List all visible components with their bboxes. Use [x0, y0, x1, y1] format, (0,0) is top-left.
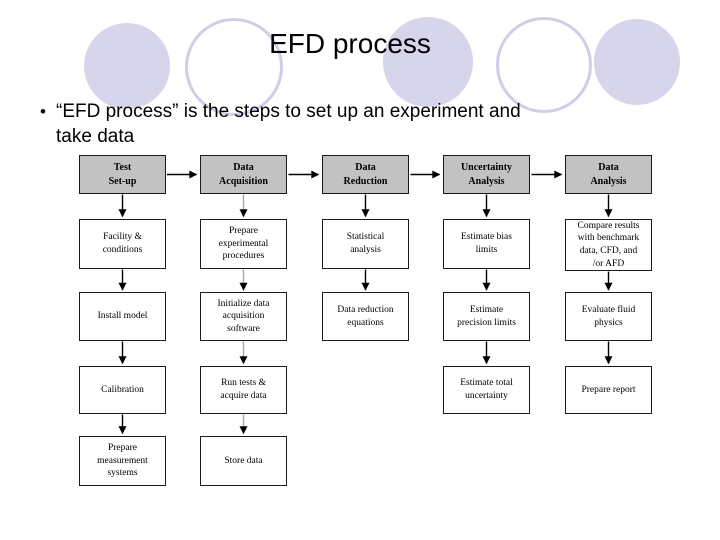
flow-box-prepare-report: Prepare report	[565, 366, 652, 414]
background-circle-outline	[496, 17, 592, 113]
flow-box-store-data: Store data	[200, 436, 287, 486]
flow-box-prepare-experimental-procedures: Prepare experimental procedures	[200, 219, 287, 269]
flow-box-install-model: Install model	[79, 292, 166, 341]
flow-box-statistical-analysis: Statistical analysis	[322, 219, 409, 269]
bullet-text: “EFD process” is the steps to set up an …	[56, 101, 521, 147]
background-circle-filled	[383, 17, 473, 107]
flow-header-data-analysis: Data Analysis	[565, 155, 652, 194]
flow-header-data-reduction: Data Reduction	[322, 155, 409, 194]
flow-box-compare-results: Compare results with benchmark data, CFD…	[565, 219, 652, 271]
bullet-icon: •	[40, 102, 46, 121]
background-circle-outline	[185, 18, 283, 116]
flow-box-estimate-precision-limits: Estimate precision limits	[443, 292, 530, 341]
flow-header-uncertainty-analysis: Uncertainty Analysis	[443, 155, 530, 194]
background-circle-filled	[594, 19, 680, 105]
background-circle-filled	[84, 23, 170, 109]
flow-box-run-tests-acquire-data: Run tests & acquire data	[200, 366, 287, 414]
flow-box-facility-conditions: Facility & conditions	[79, 219, 166, 269]
flow-box-calibration: Calibration	[79, 366, 166, 414]
slide-title: EFD process	[269, 28, 431, 59]
bullet-item: • “EFD process” is the steps to set up a…	[40, 99, 660, 149]
flow-box-prepare-measurement-systems: Prepare measurement systems	[79, 436, 166, 486]
flow-box-data-reduction-equations: Data reduction equations	[322, 292, 409, 341]
flow-box-estimate-total-uncertainty: Estimate total uncertainty	[443, 366, 530, 414]
flow-header-test-setup: Test Set-up	[79, 155, 166, 194]
flow-box-estimate-bias-limits: Estimate bias limits	[443, 219, 530, 269]
flow-header-data-acquisition: Data Acquisition	[200, 155, 287, 194]
flow-box-initialize-daq-software: Initialize data acquisition software	[200, 292, 287, 341]
flow-box-evaluate-fluid-physics: Evaluate fluid physics	[565, 292, 652, 341]
